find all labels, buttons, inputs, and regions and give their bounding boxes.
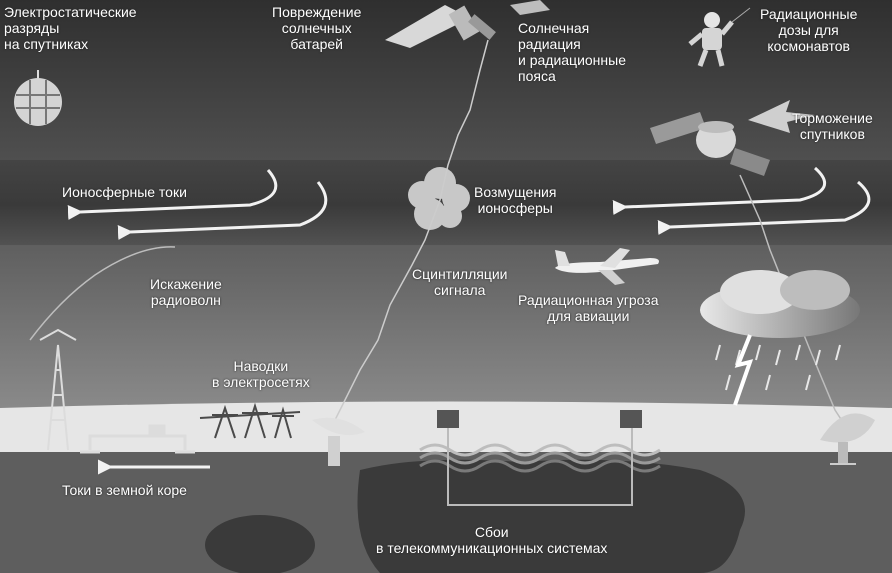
label-earth-crust-currents: Токи в земной коре — [62, 482, 187, 498]
label-ionospheric-currents: Ионосферные токи — [62, 184, 187, 200]
continent-shape — [358, 460, 746, 573]
island-shape — [205, 515, 315, 573]
